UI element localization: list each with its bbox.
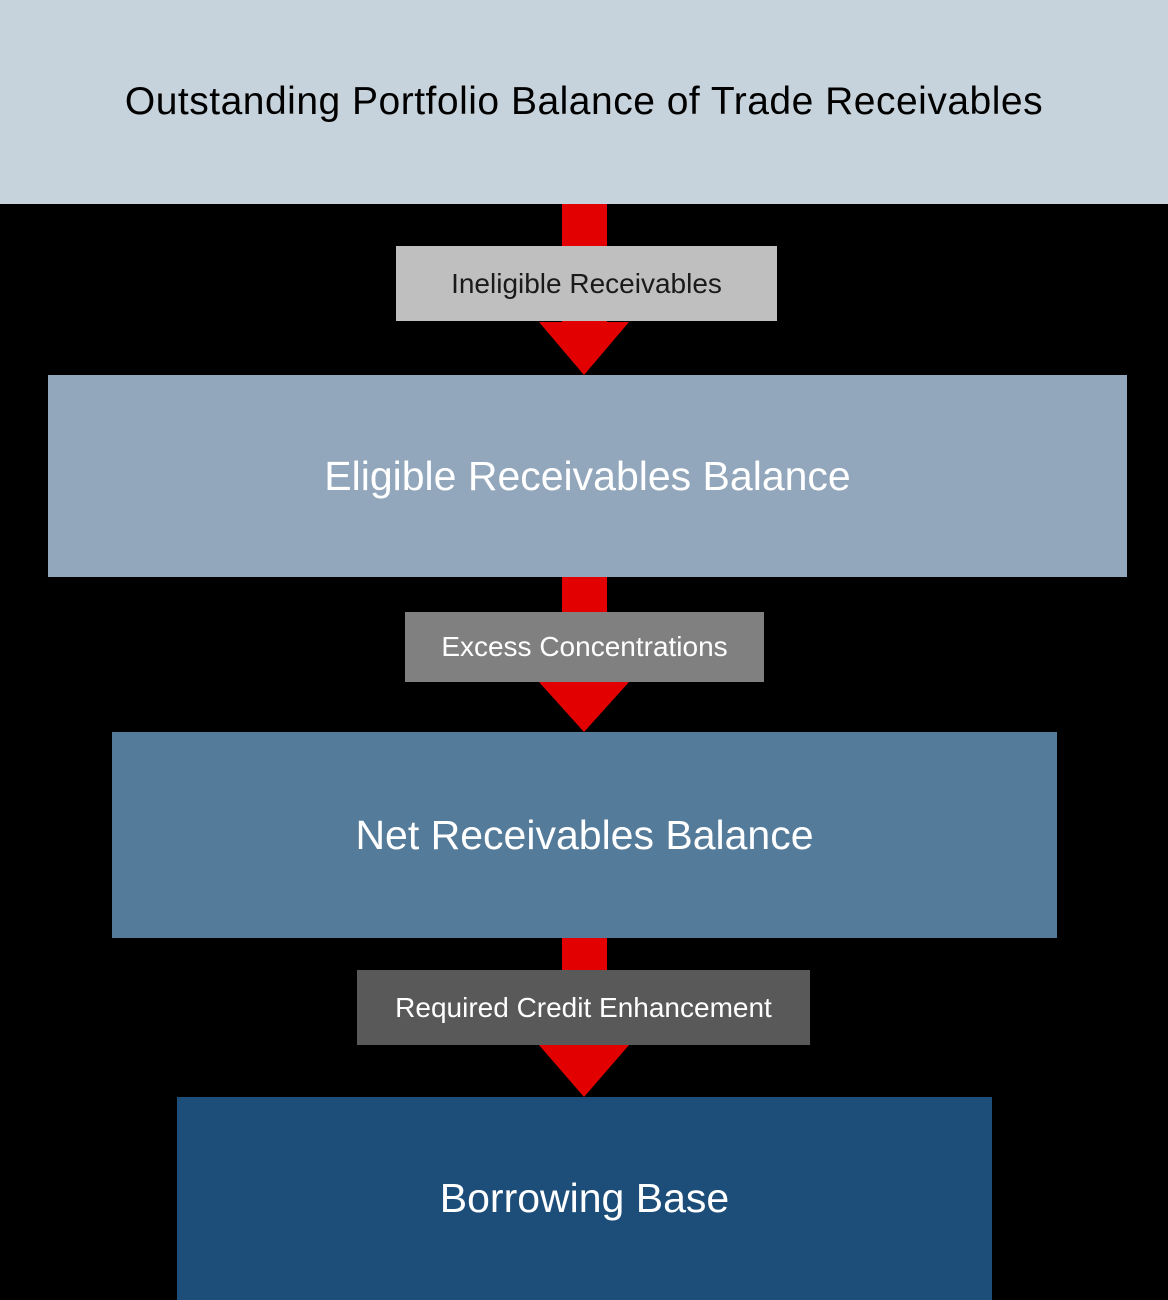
- arrow-down-icon: [539, 1045, 629, 1097]
- deduction-box-ineligible-receivables: Ineligible Receivables: [396, 246, 777, 321]
- balance-box-borrowing-base: Borrowing Base: [177, 1097, 992, 1300]
- deduction-label: Excess Concentrations: [441, 631, 728, 662]
- deduction-box-required-credit-enhancement: Required Credit Enhancement: [357, 970, 810, 1045]
- deduction-label: Ineligible Receivables: [451, 267, 722, 299]
- deduction-label: Required Credit Enhancement: [395, 991, 772, 1023]
- title-banner: Outstanding Portfolio Balance of Trade R…: [0, 0, 1168, 204]
- balance-label: Net Receivables Balance: [355, 811, 814, 858]
- balance-label: Borrowing Base: [439, 1175, 730, 1221]
- balance-box-net-receivables: Net Receivables Balance: [112, 732, 1057, 938]
- arrow-down-icon: [539, 322, 629, 375]
- balance-label: Eligible Receivables Balance: [324, 452, 851, 499]
- arrow-down-icon: [539, 682, 629, 732]
- deduction-box-excess-concentrations: Excess Concentrations: [405, 612, 764, 682]
- balance-box-eligible-receivables: Eligible Receivables Balance: [48, 375, 1127, 577]
- page-title: Outstanding Portfolio Balance of Trade R…: [124, 80, 1044, 123]
